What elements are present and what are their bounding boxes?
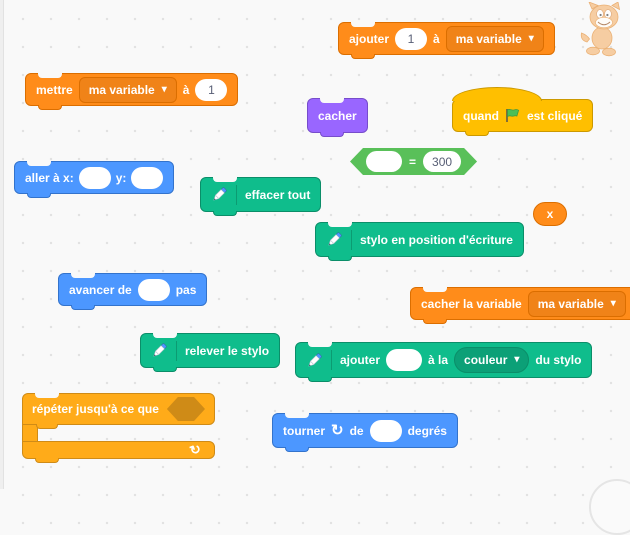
repeat-until-block[interactable]: répéter jusqu'à ce que ↻ bbox=[22, 393, 215, 463]
when-flag-clicked-block[interactable]: quand est cliqué bbox=[452, 87, 594, 136]
dropdown-arrow-icon: ▾ bbox=[528, 32, 534, 44]
block-label: cacher la variable bbox=[421, 296, 522, 311]
variable-dropdown[interactable]: ma variable ▾ bbox=[527, 290, 626, 317]
block-label: de bbox=[349, 423, 364, 438]
add-to-variable-block[interactable]: ajouter 1 à ma variable ▾ bbox=[338, 22, 555, 59]
scratch-cat-icon bbox=[580, 2, 621, 57]
repeat-until-footer[interactable]: ↻ bbox=[22, 440, 215, 463]
pen-down-block[interactable]: stylo en position d'écriture bbox=[315, 222, 524, 261]
dropdown-arrow-icon: ▾ bbox=[514, 354, 520, 365]
variable-x-reporter[interactable]: x bbox=[533, 202, 567, 226]
hide-variable-block[interactable]: cacher la variable ma variable ▾ bbox=[410, 287, 630, 324]
block-label: tourner bbox=[283, 423, 325, 438]
pen-icon bbox=[153, 343, 167, 357]
block-label: ajouter bbox=[340, 353, 381, 367]
turn-degrees-block[interactable]: tourner ↻ de degrés bbox=[272, 413, 458, 452]
y-input[interactable] bbox=[131, 166, 164, 189]
pen-icon bbox=[213, 187, 227, 201]
block-label: relever le stylo bbox=[185, 343, 270, 358]
x-input[interactable] bbox=[78, 166, 111, 189]
equals-sign: = bbox=[409, 154, 417, 169]
workspace-left-edge bbox=[0, 0, 4, 489]
move-steps-block[interactable]: avancer de pas bbox=[58, 273, 208, 310]
block-label: mettre bbox=[36, 82, 73, 97]
dropdown-arrow-icon: ▾ bbox=[610, 297, 616, 309]
amount-input[interactable] bbox=[386, 349, 423, 371]
corner-circle-decoration bbox=[589, 479, 630, 535]
rotate-clockwise-icon: ↻ bbox=[331, 422, 344, 439]
set-variable-block[interactable]: mettre ma variable ▾ à 1 bbox=[25, 73, 239, 110]
block-label: effacer tout bbox=[245, 187, 311, 202]
repeat-until-header[interactable]: répéter jusqu'à ce que bbox=[22, 393, 215, 429]
change-pen-color-block[interactable]: ajouter à la couleur ▾ du stylo bbox=[295, 342, 593, 382]
green-flag-icon bbox=[506, 109, 520, 122]
pen-up-block[interactable]: relever le stylo bbox=[140, 333, 281, 372]
block-label: du stylo bbox=[535, 353, 582, 367]
pen-icon bbox=[308, 352, 322, 367]
value-input[interactable]: 1 bbox=[395, 27, 428, 50]
block-label: à bbox=[433, 31, 440, 46]
block-label: pas bbox=[175, 282, 197, 297]
variable-dropdown[interactable]: ma variable ▾ bbox=[445, 25, 544, 52]
block-label: degrés bbox=[407, 423, 447, 438]
block-label: quand bbox=[463, 108, 499, 123]
degrees-input[interactable] bbox=[369, 419, 402, 442]
block-label: stylo en position d'écriture bbox=[360, 232, 513, 247]
block-label: répéter jusqu'à ce que bbox=[32, 402, 159, 416]
divider bbox=[236, 184, 237, 205]
steps-input[interactable] bbox=[137, 278, 170, 301]
condition-slot[interactable] bbox=[167, 397, 205, 421]
variable-dropdown[interactable]: ma variable ▾ bbox=[78, 76, 177, 103]
block-label: avancer de bbox=[69, 282, 132, 297]
right-operand-input[interactable]: 300 bbox=[423, 151, 461, 172]
block-label: est cliqué bbox=[527, 108, 583, 123]
left-operand-input[interactable] bbox=[366, 151, 402, 172]
value-input[interactable]: 1 bbox=[195, 78, 228, 101]
block-label: ajouter bbox=[349, 31, 390, 46]
block-label: aller à x: bbox=[25, 170, 74, 185]
pen-parameter-dropdown[interactable]: couleur ▾ bbox=[454, 347, 530, 373]
block-label: à bbox=[182, 82, 190, 97]
dropdown-arrow-icon: ▾ bbox=[161, 83, 167, 95]
block-label: cacher bbox=[318, 108, 357, 123]
divider bbox=[351, 229, 352, 250]
block-label: y: bbox=[115, 170, 127, 185]
divider bbox=[331, 350, 332, 370]
hide-block[interactable]: cacher bbox=[307, 98, 368, 137]
erase-all-block[interactable]: effacer tout bbox=[200, 177, 322, 216]
divider bbox=[176, 340, 177, 361]
block-label: à la bbox=[428, 353, 449, 367]
pen-icon bbox=[328, 232, 342, 246]
c-block-spine bbox=[22, 425, 38, 441]
equals-operator-block[interactable]: = 300 bbox=[350, 148, 477, 175]
loop-arrow-icon: ↻ bbox=[187, 440, 204, 459]
goto-xy-block[interactable]: aller à x: y: bbox=[14, 161, 175, 198]
